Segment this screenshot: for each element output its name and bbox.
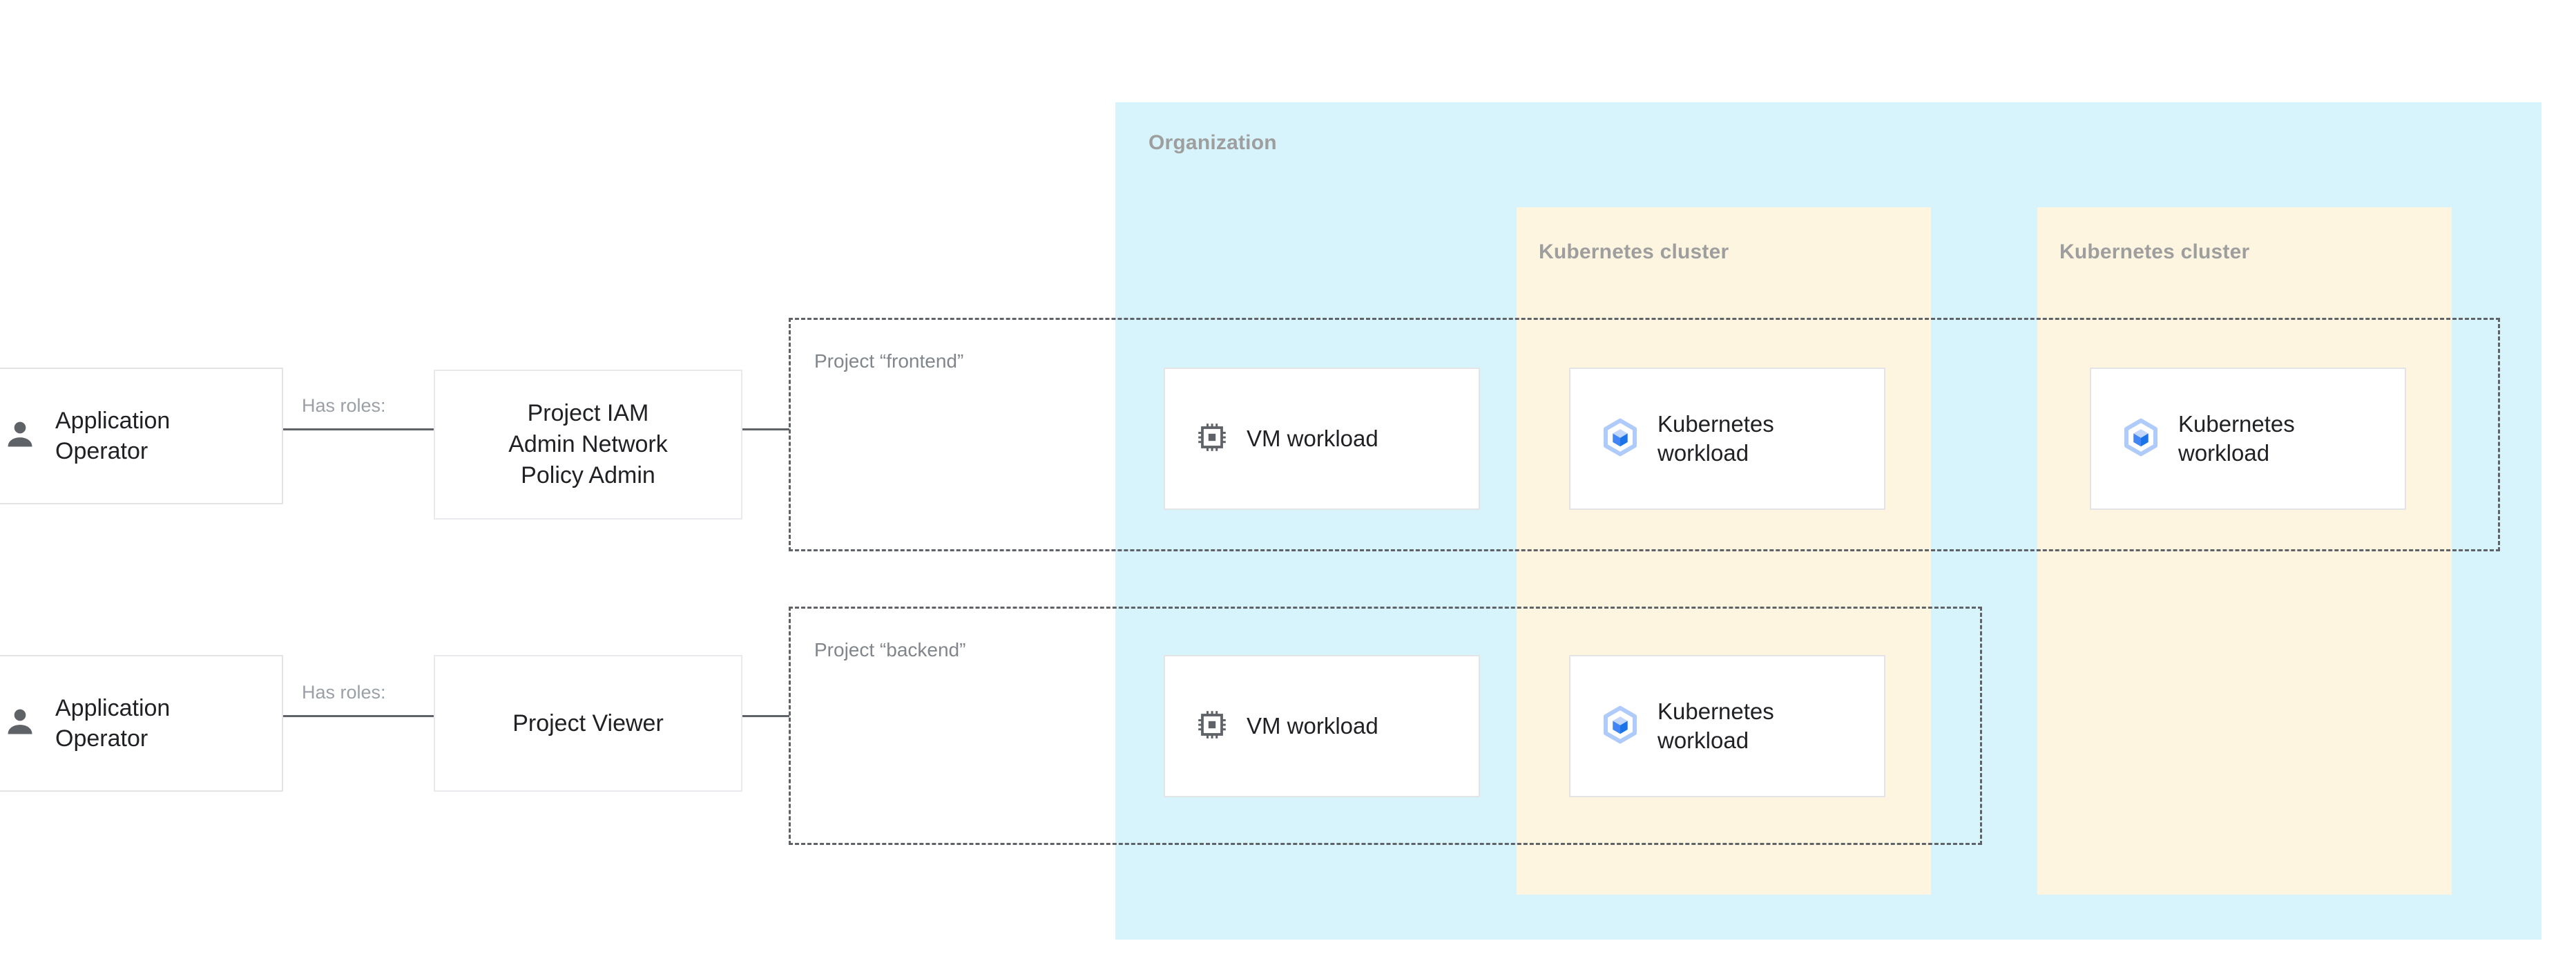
workload-card-vm-backend-label: VM workload xyxy=(1247,712,1378,739)
principal-card-1[interactable]: Application Operator xyxy=(0,368,283,504)
project-backend-label: Project “backend” xyxy=(814,639,966,660)
role-card-2-label: Project Viewer xyxy=(512,710,664,736)
workload-card-vm-frontend-label: VM workload xyxy=(1247,425,1378,451)
edge-caption-2: Has roles: xyxy=(302,682,386,703)
workload-card-k8s-frontend-2[interactable]: Kubernetes workload xyxy=(2090,368,2406,510)
connector-principal2-role2 xyxy=(283,715,435,717)
connector-role1-project-frontend xyxy=(742,428,789,430)
project-frontend-boundary: Project “frontend” xyxy=(789,318,2500,551)
edge-caption-1: Has roles: xyxy=(302,395,386,416)
workload-card-k8s-backend[interactable]: Kubernetes workload xyxy=(1569,655,1885,797)
person-icon xyxy=(3,705,37,743)
kubernetes-cluster-2-label: Kubernetes cluster xyxy=(2059,240,2250,263)
role-card-1-label: Project IAM Admin Network Policy Admin xyxy=(508,400,668,488)
project-frontend-label: Project “frontend” xyxy=(814,350,964,372)
cpu-chip-icon xyxy=(1195,421,1229,457)
kubernetes-icon xyxy=(2122,418,2160,460)
kubernetes-icon xyxy=(1601,418,1640,460)
connector-role2-project-backend xyxy=(742,715,789,717)
principal-card-1-label: Application Operator xyxy=(55,407,171,464)
role-card-1[interactable]: Project IAM Admin Network Policy Admin xyxy=(434,370,742,520)
connector-principal1-role1 xyxy=(283,428,435,430)
kubernetes-cluster-1-label: Kubernetes cluster xyxy=(1539,240,1729,263)
workload-card-k8s-frontend-1[interactable]: Kubernetes workload xyxy=(1569,368,1885,510)
person-icon xyxy=(3,417,37,455)
principal-card-2-label: Application Operator xyxy=(55,694,171,752)
role-card-2[interactable]: Project Viewer xyxy=(434,655,742,792)
organization-label: Organization xyxy=(1148,131,1277,154)
workload-card-k8s-frontend-2-label: Kubernetes workload xyxy=(2178,410,2295,466)
kubernetes-icon xyxy=(1601,705,1640,748)
workload-card-k8s-frontend-1-label: Kubernetes workload xyxy=(1657,410,1774,466)
project-backend-boundary: Project “backend” xyxy=(789,607,1982,845)
principal-card-2[interactable]: Application Operator xyxy=(0,655,283,792)
cpu-chip-icon xyxy=(1195,708,1229,745)
workload-card-k8s-backend-label: Kubernetes workload xyxy=(1657,698,1774,753)
workload-card-vm-backend[interactable]: VM workload xyxy=(1164,655,1480,797)
workload-card-vm-frontend[interactable]: VM workload xyxy=(1164,368,1480,510)
